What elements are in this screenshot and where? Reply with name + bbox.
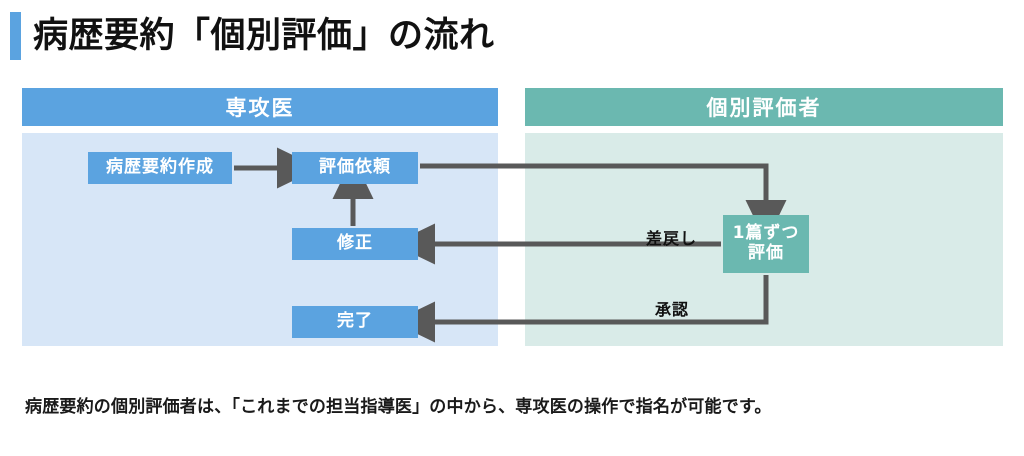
swimlane-header-trainee: 専攻医 [22, 88, 498, 126]
node-evaluate-line2: 評価 [748, 243, 784, 263]
node-evaluate-one-by-one[interactable]: 1篇ずつ 評価 [723, 215, 809, 273]
swimlane-header-assessor: 個別評価者 [525, 88, 1003, 126]
edge-label-return: 差戻し [646, 229, 698, 248]
caption-text: 病歴要約の個別評価者は、「これまでの担当指導医」の中から、専攻医の操作で指名が可… [25, 397, 772, 417]
node-create-summary[interactable]: 病歴要約作成 [88, 152, 232, 184]
title-accent-bar [10, 12, 21, 60]
node-evaluate-line1: 1篇ずつ [732, 223, 800, 244]
node-revise[interactable]: 修正 [292, 228, 418, 260]
node-complete[interactable]: 完了 [292, 306, 418, 338]
edge-label-approve: 承認 [655, 300, 690, 319]
node-request-evaluation[interactable]: 評価依頼 [292, 152, 418, 184]
swimlane-trainee: 専攻医 [22, 88, 498, 346]
page-title: 病歴要約「個別評価」の流れ [33, 15, 495, 56]
page-title-row: 病歴要約「個別評価」の流れ [10, 10, 495, 62]
